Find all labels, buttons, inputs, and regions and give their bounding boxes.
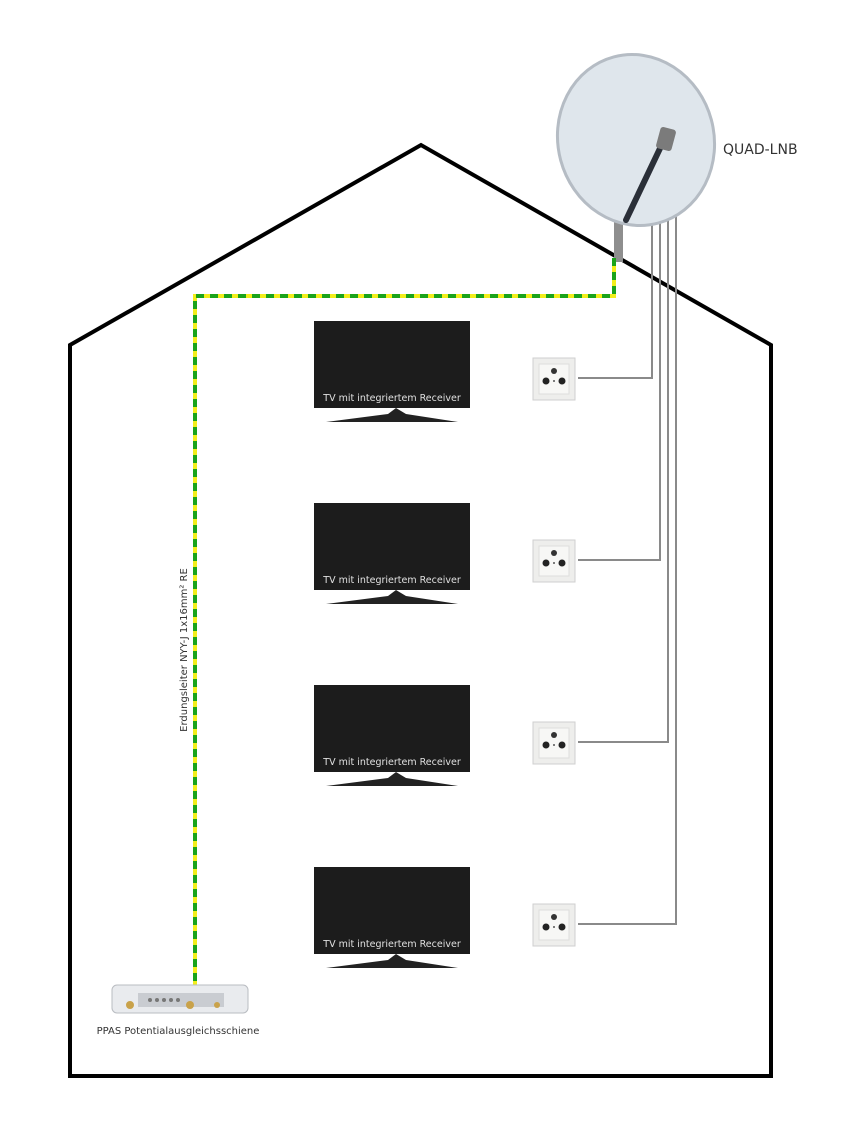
- tv-stand: [326, 772, 458, 786]
- satellite-dish: [555, 53, 717, 227]
- tv-stand: [326, 408, 458, 422]
- tv-caption: TV mit integriertem Receiver: [322, 939, 461, 950]
- coax-cable-3: [578, 188, 669, 743]
- coax-cable-1: [578, 188, 653, 379]
- tv-4: TV mit integriertem Receiver: [314, 867, 470, 968]
- tv-1: TV mit integriertem Receiver: [314, 321, 470, 422]
- sat-socket-2: [532, 539, 576, 583]
- sat-socket-4: [532, 903, 576, 947]
- coax-cable-4: [578, 188, 677, 925]
- lnb-icon: [656, 126, 676, 152]
- tv-screen: [314, 503, 470, 590]
- tv-caption: TV mit integriertem Receiver: [322, 393, 461, 404]
- house-outline: [68, 142, 773, 1078]
- tv-stand: [326, 954, 458, 968]
- dish-mast: [614, 222, 623, 262]
- potential-equalization-busbar: [111, 984, 249, 1014]
- tv-screen: [314, 321, 470, 408]
- lnb-label: QUAD-LNB: [723, 142, 798, 158]
- coax-cable-2: [578, 188, 661, 561]
- ground-wire-label: Erdungsleiter NYY-J 1x16mm² RE: [179, 568, 190, 732]
- tv-caption: TV mit integriertem Receiver: [322, 575, 461, 586]
- tv-caption: TV mit integriertem Receiver: [322, 757, 461, 768]
- tv-3: TV mit integriertem Receiver: [314, 685, 470, 786]
- busbar-label: PPAS Potentialausgleichsschiene: [97, 1026, 260, 1037]
- tv-stand: [326, 590, 458, 604]
- sat-socket-3: [532, 721, 576, 765]
- sat-socket-1: [532, 357, 576, 401]
- tv-screen: [314, 685, 470, 772]
- coax-cables: [578, 188, 677, 925]
- tv-2: TV mit integriertem Receiver: [314, 503, 470, 604]
- tv-screen: [314, 867, 470, 954]
- ground-wire: [193, 258, 616, 990]
